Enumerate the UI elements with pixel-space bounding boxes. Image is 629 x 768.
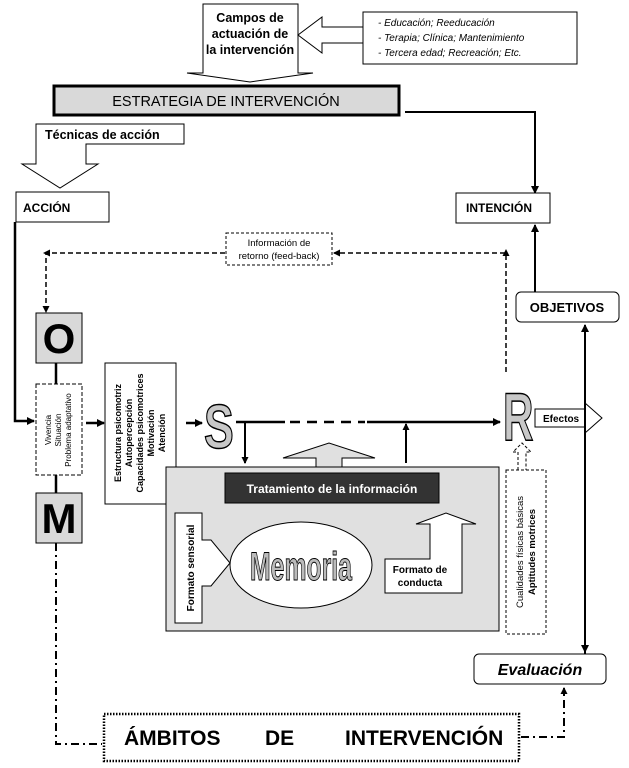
feedback-label-line-2: retorno (feed-back) [239, 251, 320, 262]
estructura-line-2: Autopercepción [124, 399, 134, 468]
s-letter: S [204, 393, 234, 462]
tratamiento-up-arrow [282, 442, 376, 468]
estructura-line-4: Motivación [146, 409, 156, 456]
o-letter: O [43, 315, 76, 362]
feedback-line-right [333, 249, 507, 372]
feedback-line-left [42, 252, 225, 313]
cualidades-up-arrow [511, 442, 533, 470]
campos-label-line-2: actuación de [212, 27, 288, 41]
estrategia-to-intencion-line [405, 111, 539, 194]
tratamiento-banner [224, 472, 440, 504]
ambitos-box: ÁMBITOS DE INTERVENCIÓN [102, 712, 521, 763]
cualidades-line-2: Aptitudes motrices [527, 509, 538, 595]
formato-conducta-line-1: Formato de [393, 565, 448, 576]
estructura-line-3: Capacidades psicomotrices [135, 373, 145, 492]
tecnicas-label: Técnicas de acción [45, 128, 160, 142]
tecnicas-arrow: Técnicas de acción [20, 123, 185, 189]
o-box: O [35, 312, 83, 364]
formato-conducta-arrow [384, 512, 477, 594]
ambitos-word-3: INTERVENCIÓN [345, 726, 503, 750]
example-line-2: - Terapia; Clínica; Mantenimiento [378, 33, 525, 44]
feedback-label-line-1: Información de [248, 238, 311, 249]
cualidades-box: Cualidades físicas básicas Aptitudes mot… [505, 442, 547, 635]
accion-to-vivencia-line [13, 222, 35, 425]
efectos-arrow: Efectos [534, 401, 603, 435]
objetivos-box: OBJETIVOS [515, 291, 620, 323]
ambitos-word-1: ÁMBITOS [124, 727, 220, 750]
accion-box: ACCIÓN [15, 191, 110, 223]
accion-label: ACCIÓN [23, 200, 70, 215]
objetivos-label: OBJETIVOS [530, 300, 605, 315]
estructura-line-1: Estructura psicomotriz [113, 383, 123, 482]
intencion-box: INTENCIÓN [455, 192, 551, 224]
vivencia-box: Vivencia Situación Problema adaptativo [35, 383, 83, 476]
evaluacion-label: Evaluación [498, 662, 583, 679]
ambitos-to-evaluacion-line [521, 687, 568, 738]
r-letter: R [503, 379, 533, 455]
estrategia-label: ESTRATEGIA DE INTERVENCIÓN [112, 93, 339, 110]
example-line-3: - Tercera edad; Recreación; Etc. [378, 48, 522, 59]
m-letter: M [42, 495, 77, 542]
estructura-box: Estructura psicomotriz Autopercepción Ca… [104, 362, 177, 505]
tratamiento-label: Tratamiento de la información [247, 482, 418, 496]
intencion-label: INTENCIÓN [466, 200, 532, 215]
evaluacion-box: Evaluación [473, 653, 607, 685]
estructura-line-5: Atención [157, 414, 167, 453]
memoria-label: Memoria [250, 545, 352, 589]
tratamiento-panel: Tratamiento de la información Formato se… [165, 442, 500, 632]
m-to-ambitos-line [55, 543, 102, 745]
formato-sensorial-arrow [174, 512, 231, 624]
examples-to-campos-arrow [297, 16, 364, 54]
campos-label-line-1: Campos de [216, 11, 283, 25]
vivencia-line-1: Vivencia [44, 414, 53, 445]
vivencia-line-2: Situación [54, 414, 63, 447]
estrategia-box: ESTRATEGIA DE INTERVENCIÓN [52, 84, 401, 117]
campos-examples-box: - Educación; Reeducación - Terapia; Clín… [362, 11, 578, 65]
m-box: M [35, 492, 83, 544]
campos-label-line-3: la intervención [206, 43, 294, 57]
feedback-box: Información de retorno (feed-back) [225, 232, 333, 266]
example-line-1: - Educación; Reeducación [378, 18, 495, 29]
formato-conducta-line-2: conducta [398, 578, 443, 589]
efectos-label: Efectos [543, 414, 580, 425]
campos-arrow: Campos de actuación de la intervención [186, 3, 314, 83]
ambitos-word-2: DE [265, 727, 294, 750]
memoria-ellipse [229, 521, 373, 609]
cualidades-line-1: Cualidades físicas básicas [515, 496, 526, 608]
vivencia-line-3: Problema adaptativo [64, 393, 73, 467]
formato-sensorial-label: Formato sensorial [186, 524, 197, 611]
